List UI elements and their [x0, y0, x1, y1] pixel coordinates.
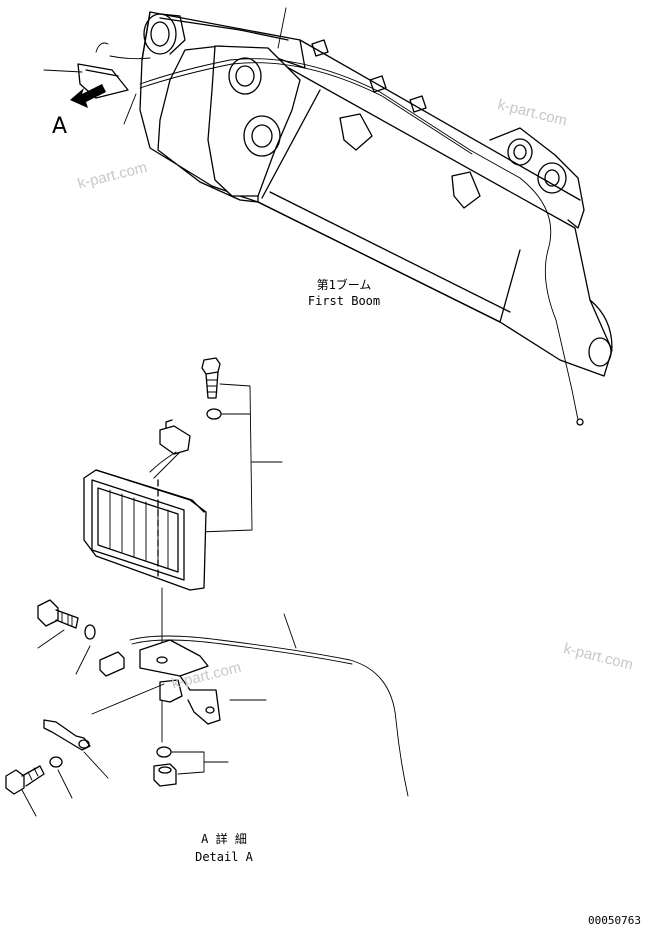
detail-a-illustration: [5, 357, 409, 817]
detail-label-en: Detail A: [195, 850, 253, 864]
bolt-bottom: [5, 765, 45, 795]
detail-label-jp: A 詳 細: [201, 832, 247, 846]
washer-left: [84, 624, 96, 640]
grommet: [99, 651, 125, 677]
wire-harness: [129, 635, 409, 797]
cable-clip: [43, 719, 91, 751]
first-boom-illustration: [43, 7, 613, 426]
bolt-left: [37, 599, 79, 629]
washer-top: [206, 408, 222, 420]
view-a-marker: A: [52, 114, 68, 139]
boom-label-jp: 第1ブーム: [316, 278, 372, 292]
connector-plug: [149, 419, 191, 479]
washer-lower: [156, 746, 172, 758]
washer-bottom: [49, 756, 63, 768]
nut: [153, 763, 177, 787]
mounting-bracket: [139, 639, 221, 725]
boom-label-en: First Boom: [307, 294, 381, 308]
work-lamp: [83, 469, 207, 591]
bolt-top: [201, 357, 221, 399]
view-a-arrow-icon: [70, 84, 106, 108]
document-code: 00050763: [588, 914, 641, 927]
